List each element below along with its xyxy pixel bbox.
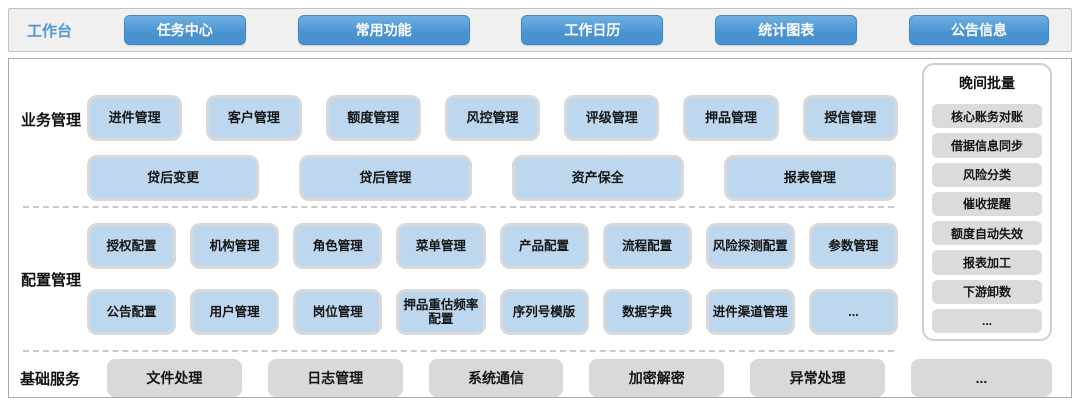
business-rows: 进件管理 客户管理 额度管理 风控管理 评级管理 押品管理 授信管理 贷后变更 …	[87, 65, 898, 201]
config-module[interactable]: 风险探测配置	[705, 223, 795, 269]
business-module[interactable]: 额度管理	[325, 95, 421, 141]
topbar-button-common-functions[interactable]: 常用功能	[297, 15, 470, 45]
night-batch-panel: 晚间批量 核心账务对账 借据信息同步 风险分类 催收提醒 额度自动失效 报表加工…	[922, 63, 1052, 341]
business-module[interactable]: 客户管理	[206, 95, 302, 141]
business-module[interactable]: 风控管理	[444, 95, 541, 141]
business-module[interactable]: 贷后管理	[299, 155, 472, 201]
section-label-business: 业务管理	[20, 112, 81, 129]
topbar-button-task-center[interactable]: 任务中心	[123, 15, 246, 45]
config-module-more[interactable]: ...	[808, 289, 898, 335]
config-module[interactable]: 产品配置	[499, 223, 589, 269]
business-module[interactable]: 进件管理	[87, 95, 183, 141]
section-divider	[23, 350, 894, 352]
topbar-button-statistics-charts[interactable]: 统计图表	[715, 15, 858, 45]
section-label-config: 配置管理	[20, 271, 81, 289]
config-row-2: 公告配置 用户管理 岗位管理 押品重估频率配置 序列号模版 数据字典 进件渠道管…	[87, 289, 898, 335]
config-module[interactable]: 岗位管理	[293, 289, 383, 335]
section-base-services: 基础服务 文件处理 日志管理 系统通信 加密解密 异常处理 ...	[9, 357, 1071, 407]
topbar-button-work-calendar[interactable]: 工作日历	[521, 15, 664, 45]
section-business-management: 业务管理 进件管理 客户管理 额度管理 风控管理 评级管理 押品管理 授信管理	[15, 65, 898, 201]
config-module[interactable]: 参数管理	[808, 223, 898, 269]
base-service-module[interactable]: 加密解密	[589, 359, 725, 397]
base-service-module-more[interactable]: ...	[910, 359, 1052, 397]
config-module[interactable]: 押品重估频率配置	[396, 289, 486, 335]
config-rows: 授权配置 机构管理 角色管理 菜单管理 产品配置 流程配置 风险探测配置 参数管…	[87, 213, 898, 345]
business-module[interactable]: 押品管理	[683, 95, 779, 141]
business-module[interactable]: 资产保全	[511, 155, 684, 201]
topbar-button-announcements[interactable]: 公告信息	[909, 15, 1049, 45]
batch-item[interactable]: 额度自动失效	[932, 221, 1042, 246]
business-row-2: 贷后变更 贷后管理 资产保全 报表管理	[87, 155, 898, 201]
config-module[interactable]: 公告配置	[87, 289, 177, 335]
config-module[interactable]: 数据字典	[602, 289, 692, 335]
base-service-module[interactable]: 文件处理	[107, 359, 242, 397]
batch-item[interactable]: 风险分类	[932, 162, 1042, 187]
night-batch-title: 晚间批量	[959, 75, 1015, 91]
config-module[interactable]: 用户管理	[190, 289, 280, 335]
batch-item[interactable]: 催收提醒	[932, 191, 1042, 216]
config-module[interactable]: 进件渠道管理	[705, 289, 795, 335]
batch-item[interactable]: 借据信息同步	[932, 133, 1042, 158]
config-module[interactable]: 机构管理	[190, 223, 280, 269]
batch-item-more[interactable]: ...	[932, 308, 1042, 333]
batch-item[interactable]: 核心账务对账	[932, 104, 1042, 129]
topbar: 工作台 任务中心 常用功能 工作日历 统计图表 公告信息	[8, 8, 1072, 52]
business-row-1: 进件管理 客户管理 额度管理 风控管理 评级管理 押品管理 授信管理	[87, 95, 898, 141]
config-module[interactable]: 菜单管理	[396, 223, 486, 269]
section-config-management: 配置管理 授权配置 机构管理 角色管理 菜单管理 产品配置 流程配置 风险探测配…	[15, 213, 898, 345]
business-module[interactable]: 授信管理	[802, 95, 898, 141]
business-module[interactable]: 评级管理	[564, 95, 660, 141]
sections-area: 业务管理 进件管理 客户管理 额度管理 风控管理 评级管理 押品管理 授信管理	[9, 59, 908, 357]
config-module[interactable]: 流程配置	[602, 223, 692, 269]
business-module[interactable]: 报表管理	[723, 155, 896, 201]
base-service-module[interactable]: 异常处理	[750, 359, 885, 397]
section-divider	[23, 206, 894, 208]
section-label-base: 基础服务	[19, 370, 80, 388]
main-panel: 业务管理 进件管理 客户管理 额度管理 风控管理 评级管理 押品管理 授信管理	[8, 58, 1072, 398]
config-module[interactable]: 角色管理	[293, 223, 383, 269]
batch-item[interactable]: 报表加工	[932, 250, 1042, 275]
config-row-1: 授权配置 机构管理 角色管理 菜单管理 产品配置 流程配置 风险探测配置 参数管…	[87, 223, 898, 269]
workbench-label: 工作台	[27, 22, 73, 40]
base-service-module[interactable]: 系统通信	[428, 359, 564, 397]
upper-area: 业务管理 进件管理 客户管理 额度管理 风控管理 评级管理 押品管理 授信管理	[9, 59, 1071, 357]
config-module[interactable]: 序列号模版	[499, 289, 589, 335]
batch-item[interactable]: 下游卸数	[932, 279, 1042, 304]
config-module[interactable]: 授权配置	[87, 223, 177, 269]
business-module[interactable]: 贷后变更	[87, 155, 260, 201]
base-service-module[interactable]: 日志管理	[267, 359, 403, 397]
